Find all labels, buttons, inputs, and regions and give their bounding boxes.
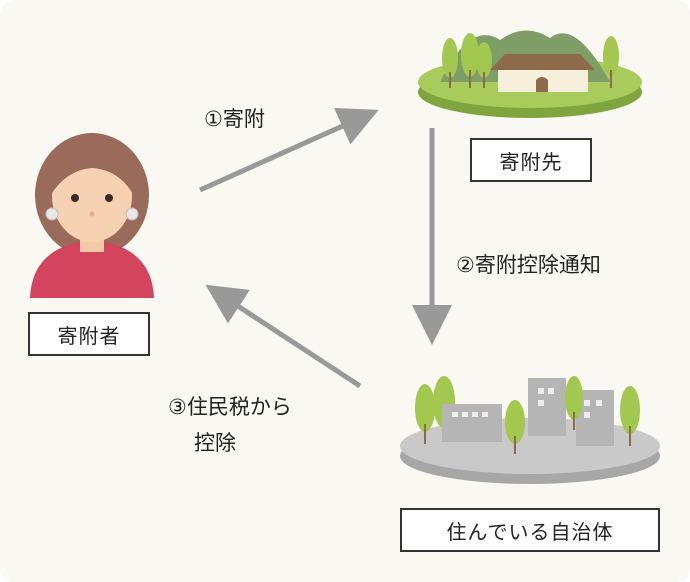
step-2-text: ②寄附控除通知	[456, 250, 601, 280]
step-1-number: ①	[204, 107, 223, 131]
donor-person-icon	[30, 133, 154, 298]
step-3-label: 住民税から	[186, 395, 292, 419]
step-2-number: ②	[456, 253, 475, 277]
municipality-city-icon	[400, 376, 660, 484]
recipient-label-text: 寄附先	[499, 149, 563, 174]
step-1-label: 寄附	[222, 107, 265, 131]
donor-label-text: 寄附者	[57, 323, 121, 348]
arrow-tax-deduction	[205, 284, 362, 389]
hometown-landscape-icon	[418, 30, 642, 118]
arrow-donation	[198, 107, 379, 193]
step-3-text: ③住民税から 控除	[168, 392, 292, 458]
step-3-label-line2: 控除	[194, 431, 236, 455]
step-1-text: ①寄附	[204, 104, 265, 134]
step-2-label: 寄附控除通知	[474, 253, 601, 277]
municipality-label: 住んでいる自治体	[400, 508, 660, 552]
municipality-label-text: 住んでいる自治体	[446, 519, 614, 544]
step-3-number: ③	[168, 395, 187, 419]
donor-label: 寄附者	[28, 312, 150, 356]
recipient-label: 寄附先	[470, 138, 592, 182]
